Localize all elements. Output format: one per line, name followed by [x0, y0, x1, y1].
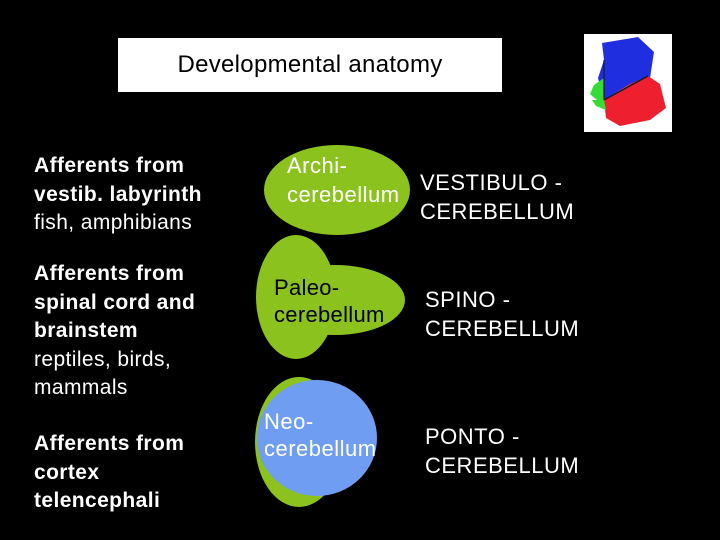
paleo-shape	[256, 235, 405, 359]
afferent-2-line-4: reptiles, birds,	[34, 347, 172, 371]
spino-label-line-2: CEREBELLUM	[425, 316, 580, 341]
afferent-3-line-2: cortex	[34, 460, 100, 484]
paleo-label-line-2: cerebellum	[274, 302, 385, 327]
spino-label-line-1: SPINO -	[425, 287, 511, 312]
vestibulo-label-line-1: VESTIBULO -	[420, 170, 563, 195]
archi-label: Archi- cerebellum	[287, 151, 400, 209]
neo-shape	[255, 377, 377, 507]
afferent-1-line-3: fish, amphibians	[34, 211, 193, 234]
cerebellum-thumbnail-icon	[584, 34, 672, 132]
afferent-group-2: Afferents from spinal cord and brainstem…	[34, 260, 195, 403]
archi-label-line-2: cerebellum	[287, 182, 400, 207]
page-title: Developmental anatomy	[118, 38, 502, 92]
paleo-label-line-1: Paleo-	[274, 275, 340, 300]
afferent-2-line-2: spinal cord and	[34, 290, 196, 314]
vestibulo-label: VESTIBULO - CEREBELLUM	[420, 168, 574, 226]
ponto-label-line-2: CEREBELLUM	[425, 453, 580, 478]
afferent-2-line-3: brainstem	[34, 319, 138, 342]
vestibulo-label-line-2: CEREBELLUM	[420, 199, 575, 224]
afferent-2-line-5: mammals	[34, 376, 128, 399]
archi-label-line-1: Archi-	[287, 153, 348, 178]
afferent-3-line-1: Afferents from	[34, 432, 185, 455]
afferent-2-line-1: Afferents from	[34, 262, 185, 285]
ponto-label: PONTO - CEREBELLUM	[425, 422, 579, 480]
afferent-1-line-1: Afferents from	[34, 154, 185, 177]
neo-label-line-1: Neo-	[264, 409, 314, 434]
afferent-group-3: Afferents from cortex telencephali	[34, 430, 184, 516]
paleo-label: Paleo- cerebellum	[274, 274, 385, 328]
afferent-3-line-3: telencephali	[34, 489, 161, 512]
page-title-text: Developmental anatomy	[177, 51, 443, 78]
archi-shape	[264, 145, 410, 235]
neo-label-line-2: cerebellum	[264, 436, 377, 461]
ponto-label-line-1: PONTO -	[425, 424, 520, 449]
spino-label: SPINO - CEREBELLUM	[425, 285, 579, 343]
neo-label: Neo- cerebellum	[264, 408, 377, 462]
afferent-group-1: Afferents from vestib. labyrinth fish, a…	[34, 152, 202, 238]
afferent-1-line-2: vestib. labyrinth	[34, 182, 202, 206]
